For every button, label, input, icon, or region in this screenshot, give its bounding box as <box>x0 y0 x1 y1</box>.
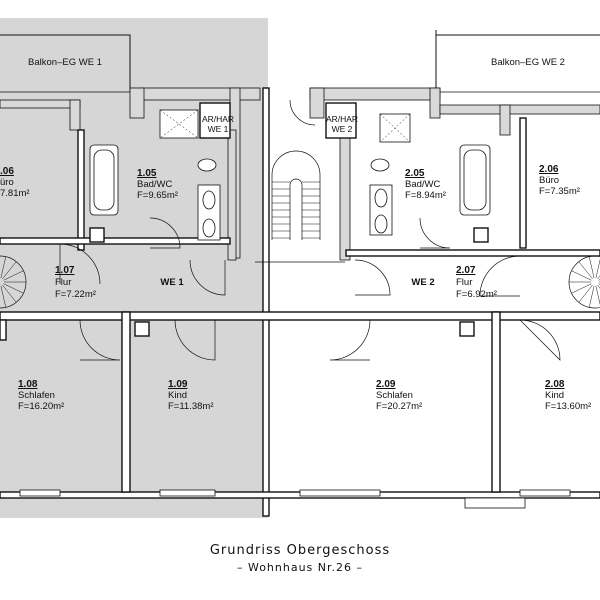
spiral-stair-we1 <box>0 255 27 309</box>
balcony-we1-label: Balkon–EG WE 1 <box>28 57 102 68</box>
room-209-area: F=20.27m² <box>376 401 422 412</box>
room-105-area: F=9.65m² <box>137 190 178 201</box>
room-109-number: 1.09 <box>168 379 188 390</box>
plan-title: Grundriss Obergeschoss <box>209 543 391 558</box>
room-105-number: 1.05 <box>137 168 157 179</box>
room-208-area: F=13.60m² <box>545 401 591 412</box>
unit-we1-label: WE 1 <box>160 277 184 288</box>
storage-we2-label-2: WE 2 <box>332 124 353 134</box>
spiral-stair-we2 <box>568 255 600 309</box>
room-108-number: 1.08 <box>18 379 38 390</box>
bathroom-fixtures-we1 <box>89 144 221 241</box>
balcony-we2 <box>435 30 600 93</box>
columns <box>0 227 489 341</box>
room-206-number: 2.06 <box>539 164 559 175</box>
room-205-name: Bad/WC <box>405 179 441 190</box>
room-207-name: Flur <box>456 277 472 288</box>
shafts <box>159 109 411 143</box>
storage-we1-label-1: AR/HAR <box>202 114 234 124</box>
room-206-area: F=7.35m² <box>539 186 580 197</box>
storage-we1-label-2: WE 1 <box>208 124 229 134</box>
unit-we2-label: WE 2 <box>411 277 434 288</box>
room-107-name: Flur <box>55 277 71 288</box>
balcony-we2-label: Balkon–EG WE 2 <box>491 57 565 68</box>
room-106-number: .06 <box>0 166 14 177</box>
room-105-name: Bad/WC <box>137 179 173 190</box>
bathroom-fixtures-we2 <box>369 144 491 236</box>
room-207-number: 2.07 <box>456 265 476 276</box>
room-109-name: Kind <box>168 390 187 401</box>
room-107-area: F=7.22m² <box>55 289 96 300</box>
room-106-area: 7.81m² <box>0 188 30 199</box>
room-106-name: üro <box>0 177 14 188</box>
storage-we1 <box>199 102 231 139</box>
room-209-name: Schlafen <box>376 390 413 401</box>
balcony-we1 <box>0 34 131 93</box>
door-swings <box>59 99 561 361</box>
windows <box>19 489 571 509</box>
room-205-area: F=8.94m² <box>405 190 446 201</box>
room-108-name: Schlafen <box>18 390 55 401</box>
room-208-name: Kind <box>545 390 564 401</box>
room-107-number: 1.07 <box>55 265 75 276</box>
storage-we2-label-1: AR/HAR <box>326 114 358 124</box>
room-205-number: 2.05 <box>405 168 425 179</box>
room-208-number: 2.08 <box>545 379 565 390</box>
storage-we2 <box>325 102 357 139</box>
plan-subtitle: – Wohnhaus Nr.26 – <box>236 561 364 574</box>
room-108-area: F=16.20m² <box>18 401 64 412</box>
room-207-area: F=6.92m² <box>456 289 497 300</box>
room-209-number: 2.09 <box>376 379 396 390</box>
central-staircase <box>255 150 345 263</box>
room-206-name: Büro <box>539 175 559 186</box>
room-109-area: F=11.38m² <box>168 401 214 412</box>
